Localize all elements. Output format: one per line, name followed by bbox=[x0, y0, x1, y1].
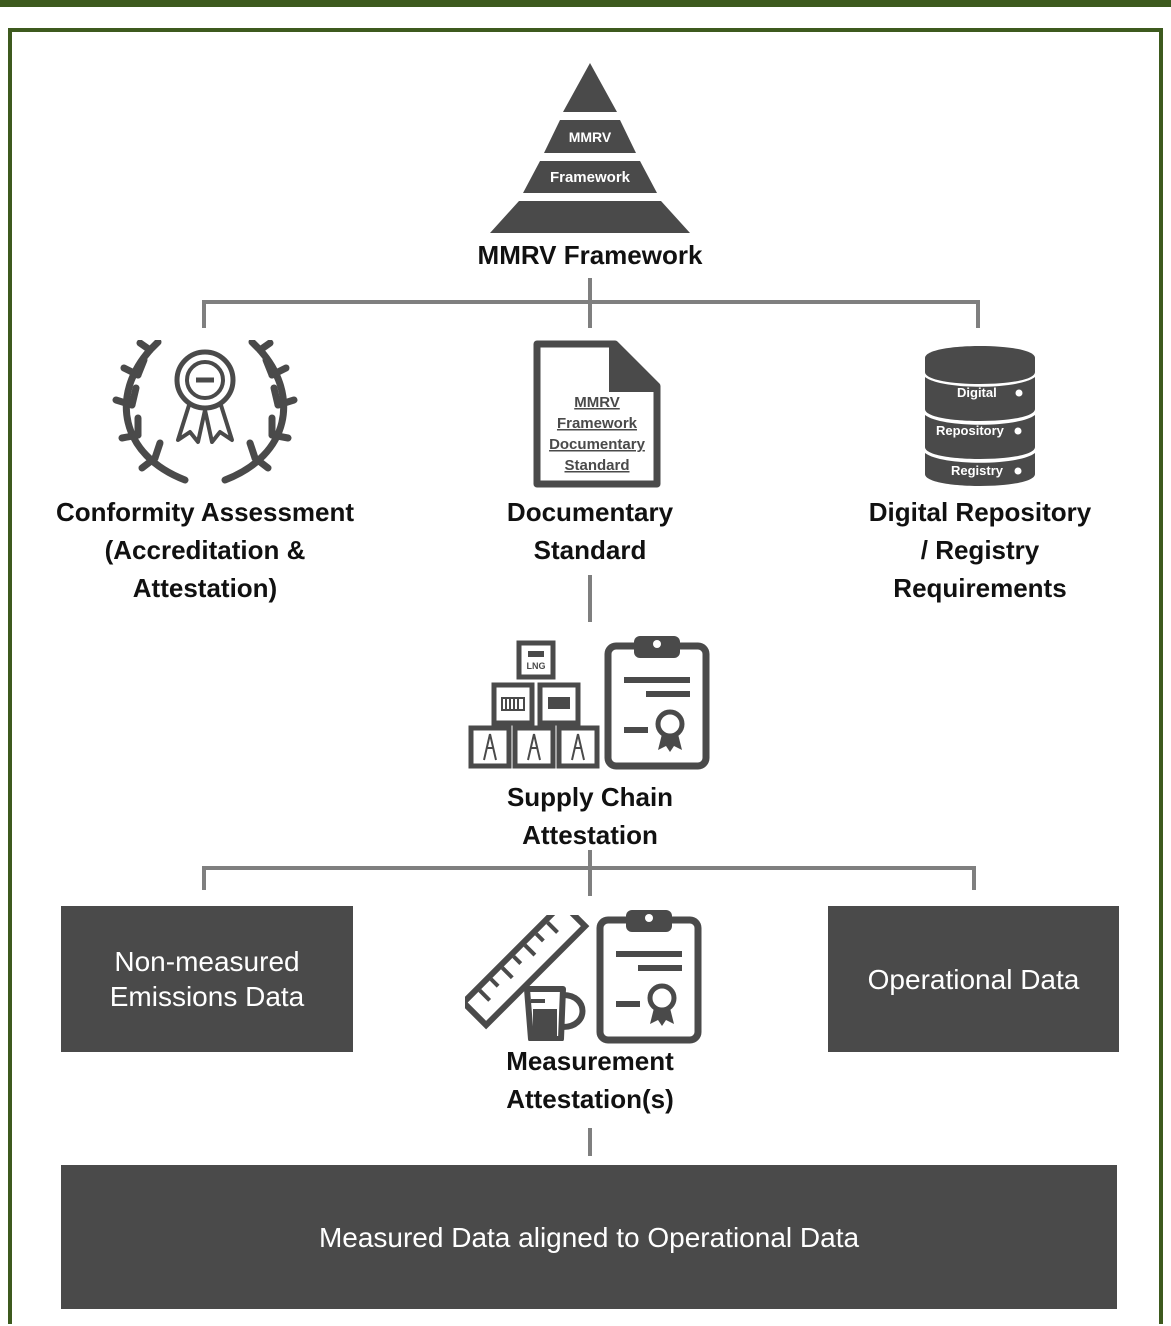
lng-crate-label: LNG bbox=[527, 661, 546, 671]
document-icon: MMRV Framework Documentary Standard bbox=[533, 340, 661, 488]
database-icon: Digital Repository Registry bbox=[925, 346, 1035, 486]
supply-chain-title: Supply Chain Attestation bbox=[506, 782, 674, 850]
database-tier-repository: Repository bbox=[936, 423, 1005, 438]
laurel-award-icon bbox=[112, 340, 298, 484]
operational-data-box: Operational Data bbox=[828, 906, 1119, 1052]
non-measured-emissions-box: Non-measured Emissions Data bbox=[61, 906, 353, 1052]
mmrv-framework-title: MMRV Framework bbox=[477, 240, 703, 270]
digital-repository-title: Digital Repository / Registry Requiremen… bbox=[868, 497, 1092, 603]
document-line-1: MMRV bbox=[574, 394, 620, 411]
pyramid-icon: MMRV Framework bbox=[490, 63, 690, 233]
measured-data-aligned-box: Measured Data aligned to Operational Dat… bbox=[61, 1165, 1117, 1309]
pyramid-tier-framework: Framework bbox=[550, 169, 631, 186]
conformity-assessment-title: Conformity Assessment (Accreditation & A… bbox=[55, 497, 355, 603]
measurement-clipboard-icon bbox=[596, 910, 702, 1044]
clipboard-certificate-icon bbox=[604, 636, 710, 770]
pyramid-tier-mmrv: MMRV bbox=[569, 129, 612, 145]
document-line-2: Framework bbox=[557, 415, 638, 432]
database-tier-digital: Digital bbox=[957, 385, 997, 400]
database-tier-registry: Registry bbox=[951, 463, 1004, 478]
top-border-bar bbox=[0, 0, 1171, 7]
stacked-crates-icon: LNG bbox=[468, 640, 600, 769]
diagram-frame bbox=[8, 28, 1163, 1324]
measurement-attestation-title: Measurement Attestation(s) bbox=[506, 1046, 674, 1114]
ruler-beaker-icon bbox=[465, 915, 590, 1041]
documentary-standard-title: Documentary Standard bbox=[506, 497, 674, 565]
document-line-4: Standard bbox=[564, 457, 629, 474]
document-line-3: Documentary bbox=[549, 436, 646, 453]
